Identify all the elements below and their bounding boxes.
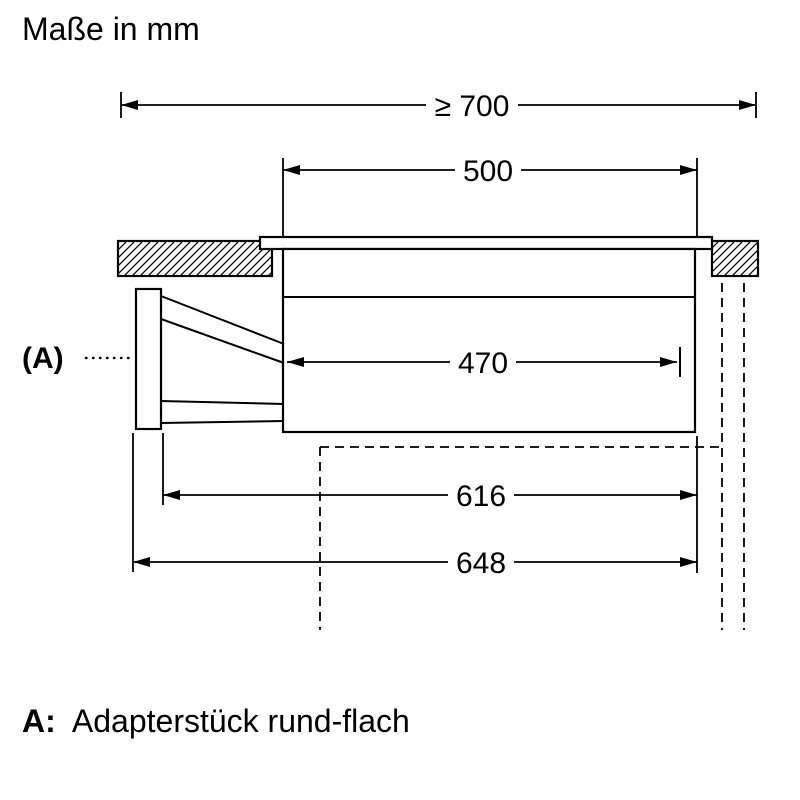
dimension-depth-mid: 616 bbox=[162, 433, 698, 573]
legend-definition: Adapterstück rund-flach bbox=[72, 703, 410, 739]
arrow-right-icon bbox=[680, 490, 697, 500]
arrow-left-icon bbox=[163, 490, 180, 500]
arrow-right-icon bbox=[680, 557, 697, 567]
hob-glass-plate bbox=[258, 235, 714, 251]
adapter-piece bbox=[134, 287, 285, 431]
worktop-right bbox=[710, 239, 760, 278]
arrow-left-icon bbox=[121, 100, 138, 110]
adapter-flange bbox=[134, 287, 163, 431]
dimension-depth-total: 648 bbox=[132, 433, 697, 580]
hob-housing bbox=[281, 247, 697, 434]
arrow-left-icon bbox=[287, 357, 304, 367]
dim-value-overall: ≥ 700 bbox=[435, 90, 510, 123]
adapter-duct-line bbox=[160, 295, 285, 345]
arrow-right-icon bbox=[660, 357, 677, 367]
callout-a-label: (A) bbox=[22, 342, 64, 375]
arrow-right-icon bbox=[739, 100, 756, 110]
dimension-top-width: 500 bbox=[282, 155, 698, 236]
hob-body bbox=[258, 235, 714, 434]
worktop-section bbox=[116, 239, 760, 278]
worktop-left bbox=[116, 239, 274, 278]
dimension-overall-width: ≥ 700 bbox=[120, 90, 757, 123]
dimension-inner-width: 470 bbox=[287, 347, 681, 380]
adapter-duct-line bbox=[160, 400, 285, 405]
adapter-duct-line bbox=[160, 318, 285, 364]
dim-value-inner: 470 bbox=[458, 347, 508, 380]
arrow-right-icon bbox=[680, 165, 697, 175]
duct-clearance-outline bbox=[319, 283, 745, 630]
arrow-left-icon bbox=[283, 165, 300, 175]
dim-value-top: 500 bbox=[463, 155, 513, 188]
dim-value-648: 648 bbox=[456, 547, 506, 580]
callout-a: (A) bbox=[22, 342, 135, 375]
page-title: Maße in mm bbox=[22, 11, 200, 47]
legend-term: A: bbox=[22, 703, 56, 739]
legend-text: A: Adapterstück rund-flach bbox=[22, 703, 410, 739]
dim-value-616: 616 bbox=[456, 480, 506, 513]
adapter-duct-line bbox=[160, 420, 285, 424]
arrow-left-icon bbox=[133, 557, 150, 567]
